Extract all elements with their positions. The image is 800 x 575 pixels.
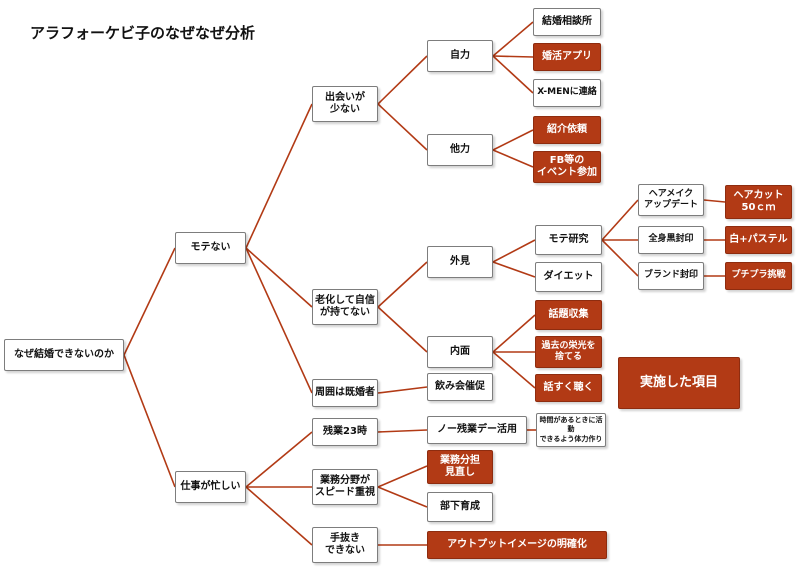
node-zenshin: 全身黒封印 [638, 226, 704, 254]
connector [492, 261, 536, 278]
root-node: なぜ結婚できないのか [4, 339, 124, 371]
node-nomikai: 飲み会催促 [427, 373, 493, 401]
connector [492, 149, 534, 168]
connector [601, 239, 639, 277]
connector [492, 55, 534, 94]
node-no-zangyo: ノー残業デー活用 [427, 416, 527, 444]
node-roka: 老化して自信 が持てない [312, 289, 378, 325]
node-hanasu: 話すく聴く [535, 374, 602, 402]
connector [703, 199, 726, 203]
node-mote-nai: モテない [175, 232, 246, 264]
node-kako: 過去の栄光を 捨てる [535, 336, 602, 368]
connector [245, 247, 313, 308]
node-shiro-pastel: 白+パステル [725, 226, 792, 254]
node-wadai: 話題収集 [535, 300, 602, 330]
node-tariki: 他力 [427, 134, 493, 166]
node-gaiken: 外見 [427, 246, 493, 278]
node-bunya: 業務分野が スピード重視 [312, 469, 378, 505]
node-puchipura: プチプラ挑戦 [725, 262, 792, 290]
connector [123, 354, 176, 488]
connector [377, 386, 428, 394]
node-buka: 部下育成 [427, 492, 493, 522]
connector [492, 129, 534, 151]
connector [377, 465, 428, 488]
connector [245, 103, 313, 249]
node-hair-make: ヘアメイク アップデート [638, 184, 704, 216]
connector [492, 314, 536, 353]
connector [245, 431, 313, 488]
node-deai: 出会いが 少ない [312, 86, 378, 122]
node-shigoto: 仕事が忙しい [175, 471, 246, 503]
node-gyomu-buntan: 業務分担 見直し [427, 450, 493, 484]
connector [377, 103, 428, 151]
node-shokai: 紹介依頼 [533, 116, 601, 144]
node-mote-kenkyu: モテ研究 [535, 225, 602, 255]
node-brand: ブランド封印 [638, 262, 704, 290]
connector [492, 239, 536, 263]
node-zangyo: 残業23時 [312, 418, 378, 446]
connector [123, 247, 176, 356]
node-kekkon-sodan: 結婚相談所 [533, 8, 601, 36]
page-title: アラフォーケビ子のなぜなぜ分析 [30, 24, 256, 42]
node-output: アウトプットイメージの明確化 [427, 531, 607, 559]
connector [377, 261, 428, 308]
node-tenuki: 手抜き できない [312, 527, 378, 563]
node-haircut: ヘアカット 50ｃｍ [725, 185, 792, 219]
node-diet: ダイエット [535, 262, 602, 292]
node-jikan: 時間があるときに活動 できるよう体力作り [536, 413, 606, 447]
node-konkatsu-app: 婚活アプリ [533, 43, 601, 71]
connector [377, 306, 428, 353]
connector [492, 55, 534, 58]
connector [377, 429, 428, 433]
legend-implemented: 実施した項目 [618, 357, 740, 409]
connector [601, 199, 639, 241]
connector [492, 21, 534, 57]
connector [245, 486, 313, 546]
node-shuui: 周囲は既婚者 [312, 379, 378, 407]
node-fb-event: FB等の イベント参加 [533, 151, 601, 183]
connector [377, 486, 428, 508]
node-xmen: X-MENに連絡 [533, 79, 601, 107]
node-naimen: 内面 [427, 336, 493, 368]
connector [245, 247, 313, 394]
connector [492, 351, 536, 389]
node-jiriki: 自力 [427, 40, 493, 72]
connector [377, 55, 428, 105]
